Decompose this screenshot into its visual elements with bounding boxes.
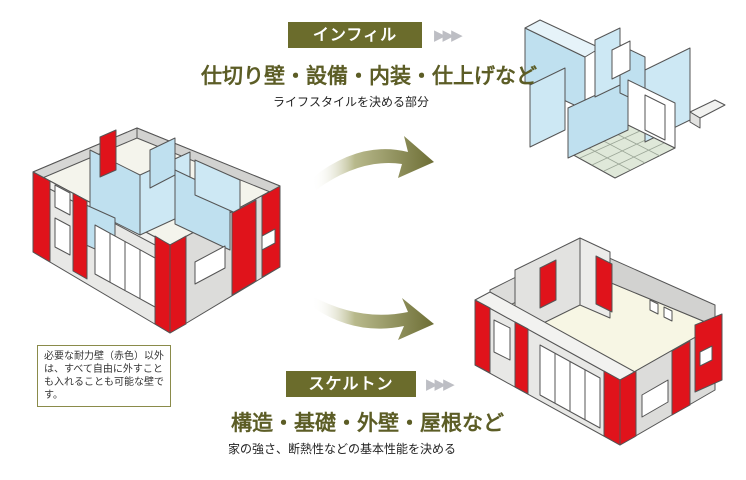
structural-wall [32, 171, 51, 263]
skeleton-chevron-icon: ▶▶▶ [426, 375, 455, 393]
infill-title: 仕切り壁・設備・内装・仕上げなど [201, 64, 537, 88]
skeleton-badge: スケルトン [286, 371, 416, 397]
structural-wall [154, 235, 171, 334]
structural-wall [231, 199, 257, 296]
structural-wall [603, 370, 621, 446]
structural-wall [474, 299, 491, 374]
arrow-to-infill [312, 136, 434, 190]
partition-wall [529, 67, 566, 148]
structural-wall [72, 192, 88, 280]
structural-wall [539, 259, 557, 309]
structural-wall [671, 340, 691, 416]
infill-badge: インフィル [288, 22, 422, 48]
structural-wall [619, 370, 637, 446]
structural-wall [99, 129, 117, 178]
structural-wall [595, 255, 613, 313]
arrow-to-skeleton [312, 296, 434, 340]
infill-chevron-icon: ▶▶▶ [434, 26, 463, 44]
skeleton-subtitle: 家の強さ、断熱性などの基本性能を決める [228, 442, 457, 456]
infill-illustration [524, 19, 726, 179]
skeleton-illustration [474, 237, 723, 446]
structural-wall [514, 321, 529, 395]
infill-subtitle: ライフスタイルを決める部分 [273, 95, 430, 109]
structural-wall [169, 235, 187, 334]
structural-wall-note: 必要な耐力壁（赤色）以外は、すべて自由に外すことも入れることも可能な壁です。 [37, 345, 171, 407]
full-house-illustration [32, 127, 281, 334]
partition-wall [149, 137, 176, 189]
skeleton-title: 構造・基礎・外壁・屋根など [231, 411, 504, 435]
